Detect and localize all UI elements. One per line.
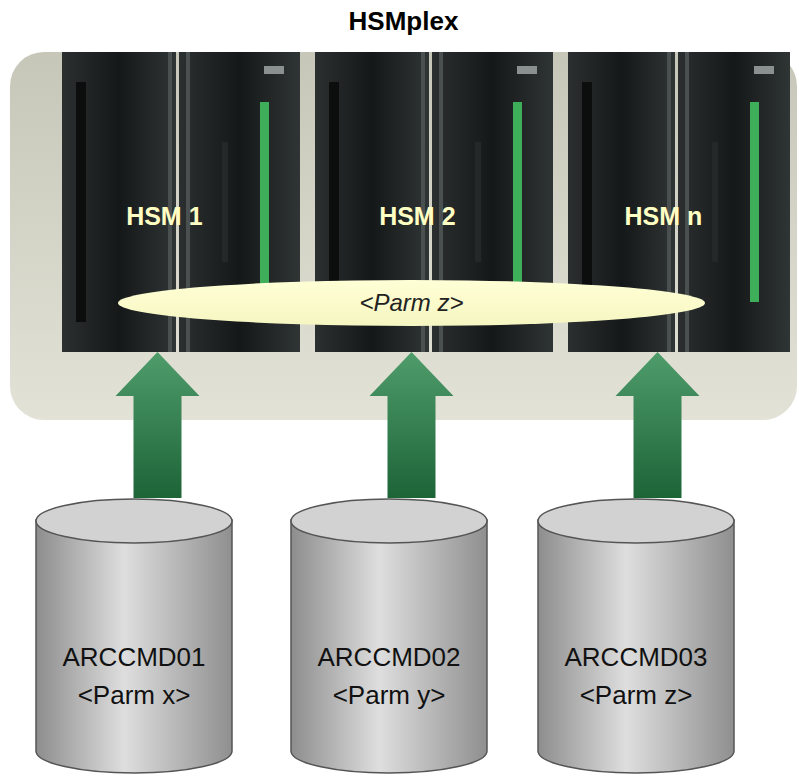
server-label: HSM 1 xyxy=(62,202,267,231)
block-arrow xyxy=(616,352,700,498)
server-label: HSM 2 xyxy=(315,202,520,231)
cylinder-body xyxy=(291,520,487,773)
status-light xyxy=(260,102,269,302)
disk-cylinder xyxy=(35,498,233,774)
parm-label: <Parm z> xyxy=(359,289,463,317)
parm-label: <Parm y> xyxy=(333,676,446,714)
cylinder-top xyxy=(538,499,734,543)
member-name: ARCCMD02 xyxy=(317,638,460,676)
logo-plate xyxy=(754,66,774,74)
cylinder-top xyxy=(36,499,232,543)
disk-node: ARCCMD02<Parm y> xyxy=(290,498,488,774)
side-panel-line xyxy=(712,142,718,262)
block-arrow xyxy=(370,352,454,498)
shared-parm-band: <Parm z> xyxy=(118,280,705,326)
disk-cylinder xyxy=(537,498,735,774)
parm-label: <Parm x> xyxy=(78,676,191,714)
plex-panel: HSMplexHSM 1HSM 2HSM n<Parm z> xyxy=(10,52,797,420)
logo-plate xyxy=(517,66,537,74)
status-light xyxy=(750,102,759,302)
member-name: ARCCMD01 xyxy=(62,638,205,676)
side-panel-line xyxy=(222,142,228,262)
status-light xyxy=(513,102,522,302)
logo-plate xyxy=(264,66,284,74)
disk-cylinder xyxy=(290,498,488,774)
door-slot xyxy=(76,82,86,322)
side-panel-line xyxy=(475,142,481,262)
cylinder-body xyxy=(36,520,232,773)
disk-node: ARCCMD03<Parm z> xyxy=(537,498,735,774)
block-arrow xyxy=(116,352,200,498)
parm-label: <Parm z> xyxy=(580,676,693,714)
member-name: ARCCMD03 xyxy=(564,638,707,676)
plex-title: HSMplex xyxy=(10,6,797,37)
server-label: HSM n xyxy=(568,202,759,231)
cylinder-body xyxy=(538,520,734,773)
cylinder-top xyxy=(291,499,487,543)
disk-node: ARCCMD01<Parm x> xyxy=(35,498,233,774)
